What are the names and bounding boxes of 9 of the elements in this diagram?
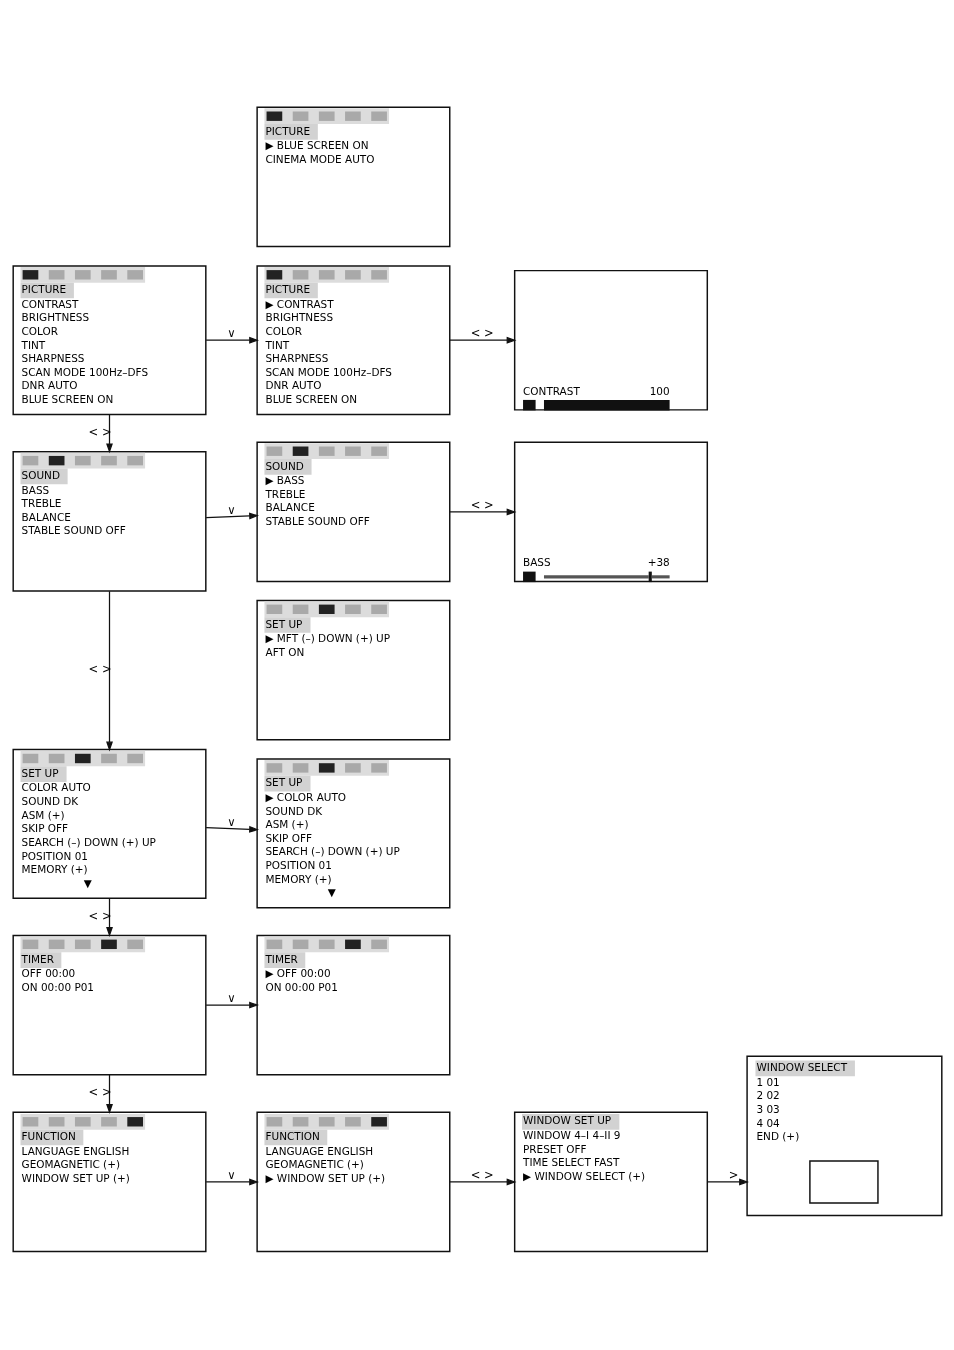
- edge-label: ∨: [226, 502, 236, 517]
- edge-label: < >: [470, 497, 494, 512]
- edge-label: ∨: [226, 325, 236, 340]
- edge-label: ∨: [226, 1167, 236, 1182]
- edge-label: ∨: [226, 990, 236, 1005]
- edge-label: ∨: [226, 814, 236, 829]
- edge-label: < >: [470, 1167, 494, 1182]
- edge-label: < >: [470, 325, 494, 340]
- edge-label: >: [728, 1167, 738, 1182]
